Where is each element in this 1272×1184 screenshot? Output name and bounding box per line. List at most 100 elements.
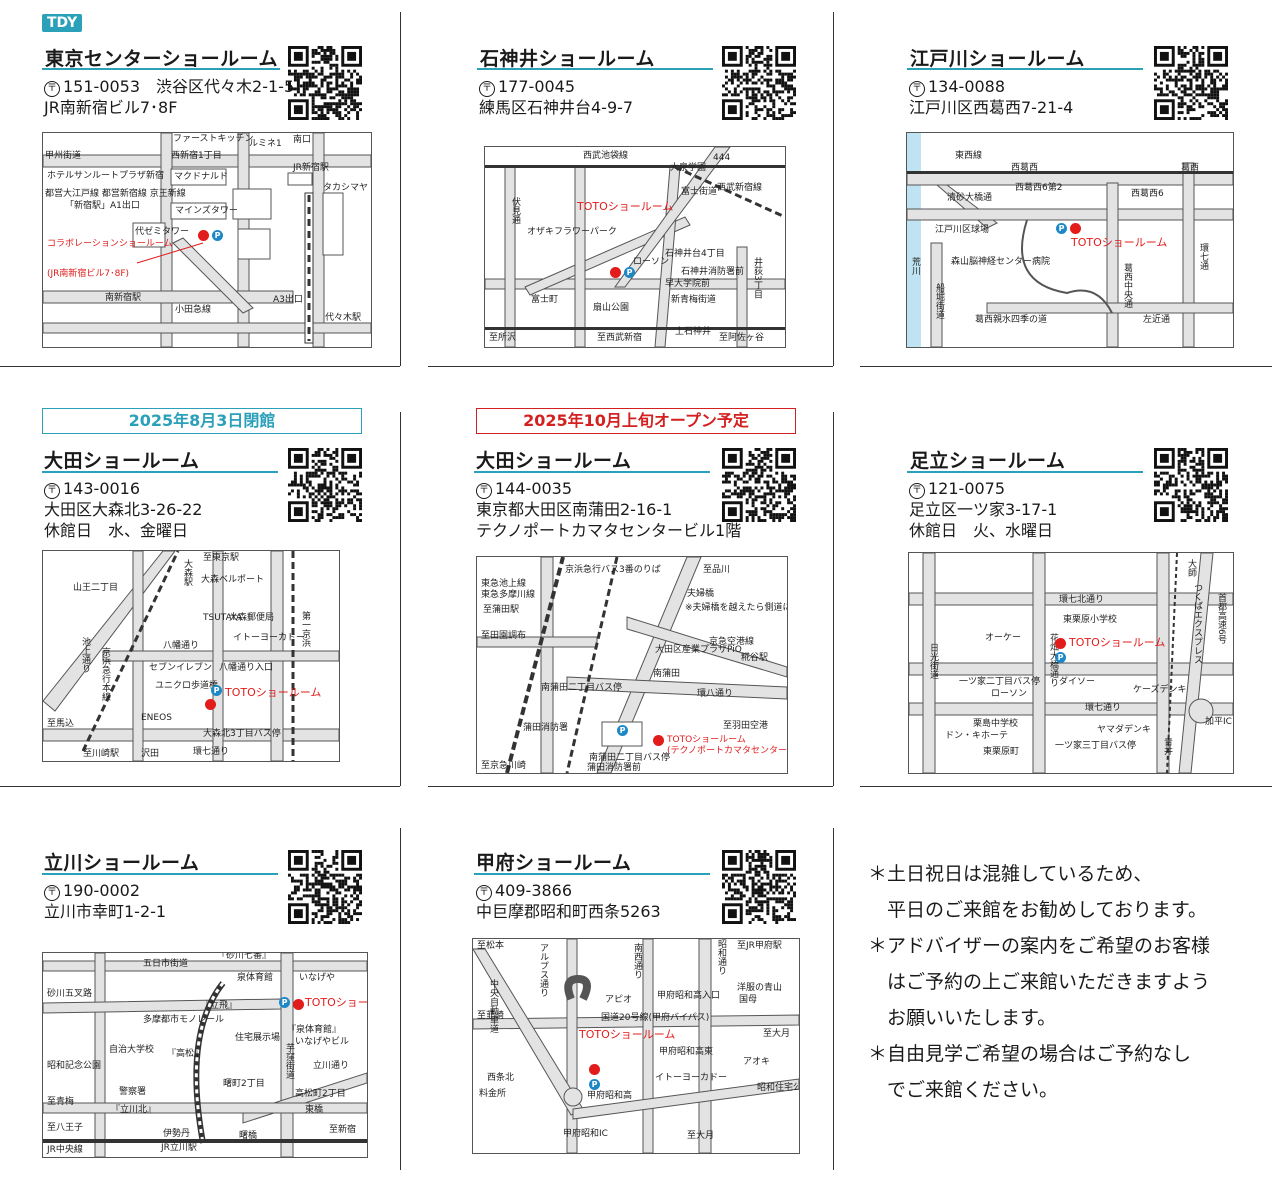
showroom-pin xyxy=(1055,638,1066,649)
showroom-card-ota-new: 2025年10月上旬オープン予定 大田ショールーム 〒144-0035 東京都大… xyxy=(432,404,862,774)
showroom-card-edogawa: 江戸川ショールーム 〒134-0088 江戸川区西葛西7-21-4 東西線 西葛… xyxy=(862,0,1272,370)
showroom-address: 〒409-3866 中巨摩郡昭和町西条5263 xyxy=(476,881,661,921)
map-label: JR新宿駅 xyxy=(293,163,329,173)
title-underline xyxy=(907,68,1143,70)
showroom-card-kofu: 甲府ショールーム 〒409-3866 中巨摩郡昭和町西条5263 至松本 アルプ… xyxy=(432,814,862,1184)
map-label: ローソン xyxy=(633,257,670,267)
map-label: 曙町2丁目 xyxy=(223,1079,265,1089)
parking-icon: P xyxy=(624,267,635,278)
divider xyxy=(400,828,401,1170)
parking-icon: P xyxy=(589,1079,600,1090)
parking-icon: P xyxy=(1055,652,1066,663)
showroom-address: 〒151-0053 渋谷区代々木2-1-5 JR南新宿ビル7･8F xyxy=(44,77,295,117)
map-label: 至八王子 xyxy=(47,1123,84,1133)
map-label: TSUTAYA xyxy=(203,613,243,623)
divider xyxy=(428,366,833,367)
map-label: アオキ xyxy=(743,1057,771,1067)
map-label: 夫婦橋 xyxy=(687,589,715,599)
map-label: 大師 xyxy=(1186,559,1196,577)
showroom-pin xyxy=(198,230,209,241)
map-label: 石神井消防署前 xyxy=(681,267,745,277)
showroom-pin xyxy=(293,999,304,1010)
note-line: ＊自由見学ご希望の場合はご予約なし xyxy=(868,1043,1192,1065)
map-label: 高松町2丁目 xyxy=(295,1089,346,1099)
access-map-ota-old: 至東京駅 山王二丁目 大森ベルポート 大森駅 TSUTAYA 大森郵便局 イトー… xyxy=(42,550,340,762)
parking-icon: P xyxy=(617,725,628,736)
postal-icon: 〒 xyxy=(479,81,495,97)
qr-code-icon[interactable] xyxy=(722,850,796,924)
qr-code-icon[interactable] xyxy=(288,448,362,522)
map-label: TOTOショールーム xyxy=(667,735,746,745)
showroom-title: 甲府ショールーム xyxy=(476,852,632,874)
map-label: 立川通り xyxy=(313,1061,350,1071)
map-label: 甲府昭和高東 xyxy=(659,1047,714,1057)
map-label: 南蒲田二丁目バス停 xyxy=(589,753,671,763)
qr-code-icon[interactable] xyxy=(722,448,796,522)
showroom-pin xyxy=(1070,223,1081,234)
map-label: 至蒲田駅 xyxy=(483,605,520,615)
map-label: 環八通り xyxy=(697,689,734,699)
showroom-title: 東京センターショールーム xyxy=(45,48,279,70)
qr-code-icon[interactable] xyxy=(1154,46,1228,120)
map-label: TOTOショールーム xyxy=(1069,636,1166,649)
map-label: 至松本 xyxy=(477,941,505,951)
postal-icon: 〒 xyxy=(476,483,492,499)
map-label: 「新宿駅」A1出口 xyxy=(65,201,140,211)
map-label: 左近通 xyxy=(1143,315,1171,325)
postal-icon: 〒 xyxy=(44,483,60,499)
qr-code-icon[interactable] xyxy=(288,850,362,924)
map-label: 一ツ家三丁目バス停 xyxy=(1055,741,1137,751)
parking-icon: P xyxy=(279,997,290,1008)
map-label: 大泉学園 xyxy=(670,163,707,173)
map-label: 八幡通り xyxy=(163,641,200,651)
map-label: 大森ベルポート xyxy=(201,575,265,585)
showroom-title: 立川ショールーム xyxy=(44,852,200,874)
map-label: 一ツ家二丁目バス停 xyxy=(959,677,1041,687)
map-label: 小田急線 xyxy=(175,305,212,315)
map-label: 扇山公園 xyxy=(593,303,630,313)
showroom-address: 〒177-0045 練馬区石神井台4-9-7 xyxy=(479,77,634,117)
map-label: 青井 xyxy=(1162,737,1172,755)
map-label: 曙橋 xyxy=(239,1131,258,1141)
divider xyxy=(400,412,401,786)
map-label: A3出口 xyxy=(273,295,303,305)
map-label: いなげやビル xyxy=(295,1037,350,1047)
map-label: ダイソー xyxy=(1059,677,1096,687)
map-label: 代々木駅 xyxy=(325,313,362,323)
qr-code-icon[interactable] xyxy=(722,46,796,120)
showroom-title: 大田ショールーム xyxy=(44,450,200,472)
map-label: ホテルサンルートプラザ新宿 xyxy=(47,171,165,181)
map-label: 西武新宿線 xyxy=(717,183,763,193)
map-label: 西条北 xyxy=(487,1073,515,1083)
note-line: でご来館ください。 xyxy=(868,1079,1059,1101)
divider xyxy=(0,366,400,367)
map-label: ユニクロ歩道橋 xyxy=(155,681,219,691)
map-label: 環七北通り xyxy=(1059,595,1105,605)
map-label: 至田園調布 xyxy=(481,631,527,641)
title-underline xyxy=(477,68,713,70)
map-label: 至所沢 xyxy=(489,333,517,343)
map-label: 芋窪街道 xyxy=(284,1043,294,1079)
map-label: 東栗原小学校 xyxy=(1063,615,1118,625)
map-label: 南新宿駅 xyxy=(105,293,142,303)
map-label: オザキフラワーパーク xyxy=(527,227,617,237)
map-label: TOTOショールーム xyxy=(305,996,368,1009)
closing-badge: 2025年8月3日閉館 xyxy=(42,408,362,434)
map-label: 西葛西 xyxy=(1011,163,1039,173)
map-label: 葛西 xyxy=(1181,163,1200,173)
map-label: 葛西中央通 xyxy=(1122,263,1132,308)
map-label: 至京急川崎 xyxy=(481,761,527,771)
map-label: 至新宿 xyxy=(329,1125,357,1135)
title-underline xyxy=(42,68,280,70)
access-map-adachi: 大師 環七北通り 首都高速6号 つくばエクスプレス 東栗原小学校 オーケー 花畑… xyxy=(908,552,1234,774)
map-label: 花畑大橋通り xyxy=(1048,633,1058,687)
map-label: 京浜急行バス3番のりば xyxy=(565,565,661,575)
postal-icon: 〒 xyxy=(909,483,925,499)
qr-code-icon[interactable] xyxy=(288,46,362,120)
map-label: 至馬込 xyxy=(47,719,75,729)
qr-code-icon[interactable] xyxy=(1154,448,1228,522)
map-label: JR中央線 xyxy=(47,1145,83,1155)
map-label: 至青梅 xyxy=(47,1097,75,1107)
map-label: コラボレーションショールーム xyxy=(47,239,173,249)
map-label: 環七通り xyxy=(1085,703,1122,713)
